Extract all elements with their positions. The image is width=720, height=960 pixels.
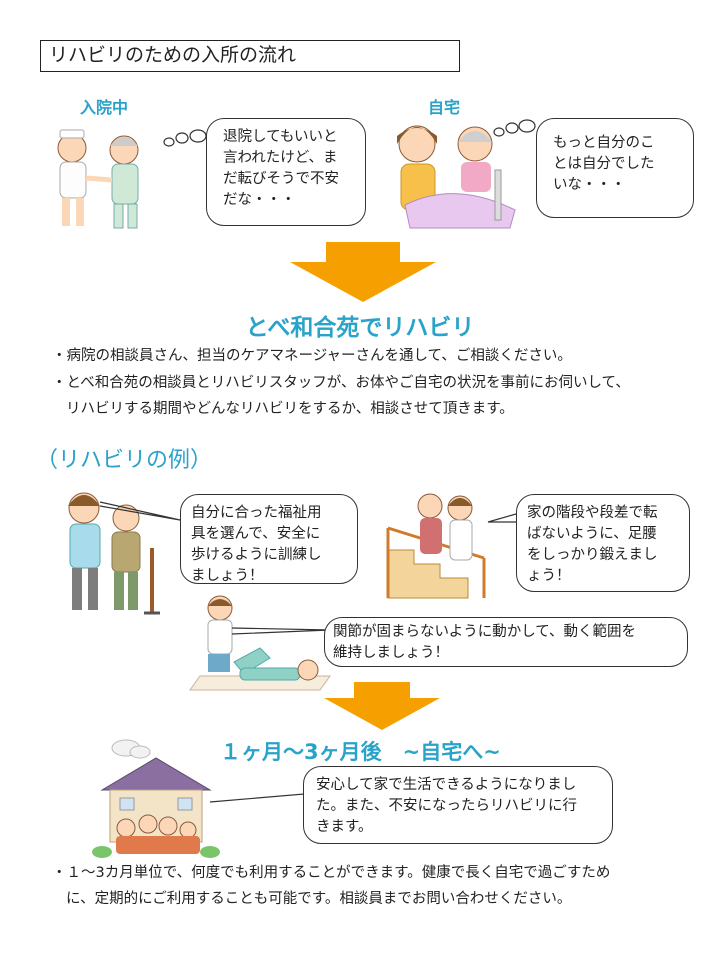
consult-bullet-2: ・とべ和合苑の相談員とリハビリスタッフが、お体やご自宅の状況を事前にお伺いして、 xyxy=(52,375,630,391)
nurse-patient-illustration xyxy=(57,129,139,229)
home-label: 自宅 xyxy=(428,98,461,117)
pointer-line-4 xyxy=(209,793,305,804)
stairs-training-illustration xyxy=(386,493,486,599)
usage-bullet-1: ・１～3カ月単位で、何度でも利用することができます。健康で長く自宅で過ごすため xyxy=(52,865,611,881)
consult-bullet-1: ・病院の相談員さん、担当のケアマネージャーさんを通して、ご相談ください。 xyxy=(52,348,572,364)
walking-training-illustration xyxy=(68,492,160,615)
thought-dots-2 xyxy=(493,119,536,137)
examples-heading: （リハビリの例） xyxy=(36,448,213,473)
consult-bullet-2-cont: リハビリする期間やどんなリハビリをするか、相談させて頂きます。 xyxy=(66,401,514,417)
pointer-line-2 xyxy=(487,513,517,523)
stairs-bubble: 家の階段や段差で転 ばないように、足腰 をしっかり鍛えまし ょう！ xyxy=(516,494,690,592)
walking-bubble: 自分に合った福祉用 具を選んで、安全に 歩けるように訓練し ましょう！ xyxy=(180,494,358,584)
thought-dots-1 xyxy=(163,129,207,147)
house-family-illustration xyxy=(92,739,220,858)
home-care-illustration xyxy=(397,125,516,229)
hospital-label: 入院中 xyxy=(80,98,129,117)
result-heading: １ヶ月～3ヶ月後 ~自宅へ~ xyxy=(220,740,501,764)
result-bubble: 安心して家で生活できるようになりまし た。また、不安になったらリハビリに行 きま… xyxy=(303,766,613,844)
joints-bubble: 関節が固まらないように動かして、動く範囲を 維持しましょう！ xyxy=(324,617,688,667)
pointer-line-1 xyxy=(99,501,181,521)
down-arrow-icon xyxy=(290,242,436,302)
hospital-thought-bubble: 退院してもいいと 言われたけど、ま だ転びそうで不安 だな・・・ xyxy=(206,118,366,226)
pointer-line-3 xyxy=(231,627,331,635)
main-heading: とべ和合苑でリハビリ xyxy=(245,315,475,341)
down-arrow-icon xyxy=(324,682,440,730)
joint-exercise-illustration xyxy=(189,595,331,691)
usage-bullet-1-cont: に、定期的にご利用することも可能です。相談員までお問い合わせください。 xyxy=(66,891,572,907)
home-thought-bubble: もっと自分のこ とは自分でした いな・・・ xyxy=(536,118,694,218)
page-title: リハビリのための入所の流れ xyxy=(40,40,460,72)
